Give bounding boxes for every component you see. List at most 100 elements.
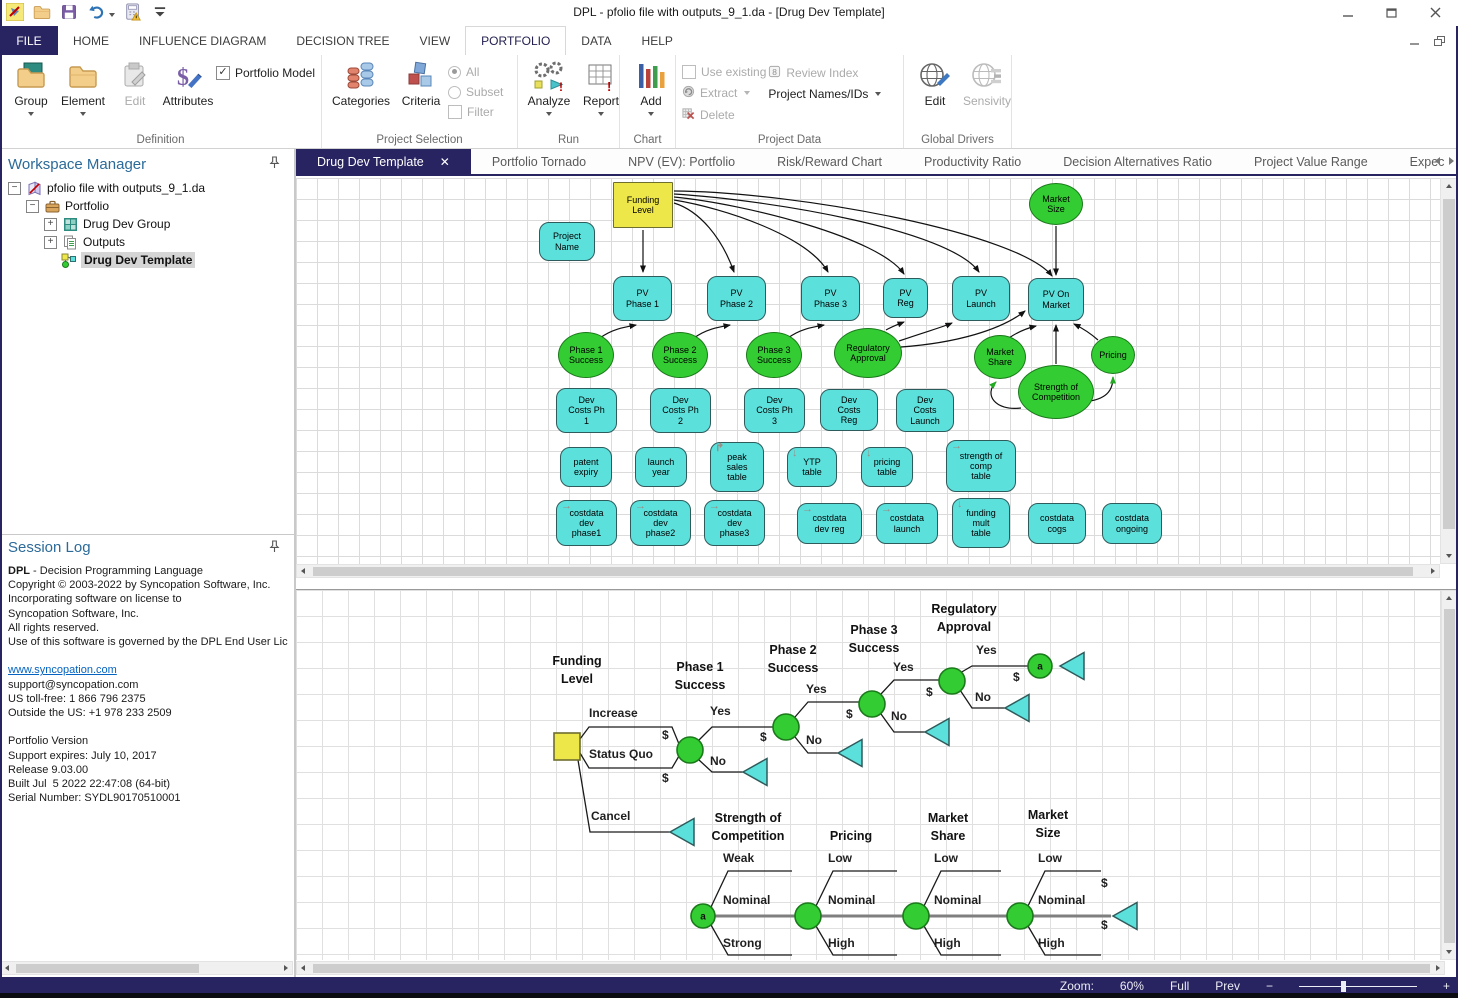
criteria-button[interactable]: Criteria bbox=[396, 58, 446, 109]
influence-vertical-scrollbar-thumb[interactable] bbox=[1443, 199, 1455, 529]
dock-horizontal-scrollbar-right-arrow[interactable] bbox=[284, 965, 288, 971]
group-button[interactable]: Group bbox=[6, 58, 56, 116]
influence-horizontal-scrollbar-thumb[interactable] bbox=[313, 567, 1413, 576]
tree-chance-node-2[interactable] bbox=[772, 713, 800, 741]
close-button[interactable] bbox=[1414, 0, 1458, 26]
tree-vertical-scrollbar-thumb[interactable] bbox=[1444, 609, 1455, 943]
influence-horizontal-scrollbar-left-arrow[interactable] bbox=[301, 568, 305, 574]
influence-node-costdata-dev-phase1[interactable]: costdata dev phase1→ bbox=[556, 500, 617, 546]
ribbon-tab-decision-tree[interactable]: DECISION TREE bbox=[296, 33, 390, 48]
doc-tab-drug-dev-template[interactable]: Drug Dev Template✕ bbox=[296, 149, 471, 174]
influence-node-dev-costs-reg[interactable]: Dev Costs Reg bbox=[820, 389, 878, 431]
maximize-button[interactable] bbox=[1370, 0, 1414, 26]
influence-node-pricing[interactable]: Pricing bbox=[1091, 336, 1135, 374]
tree-endpoint-6[interactable] bbox=[1058, 651, 1085, 681]
influence-node-pricing-table[interactable]: pricing table↓ bbox=[861, 447, 913, 487]
tree-item-pfolio-file-with-outputs-9-1-da[interactable]: −pfolio file with outputs_9_1.da bbox=[0, 179, 294, 197]
influence-node-peak-sales-table[interactable]: peak sales table↱ bbox=[710, 442, 764, 492]
influence-horizontal-scrollbar[interactable] bbox=[296, 564, 1440, 578]
ribbon-tab-view[interactable]: VIEW bbox=[419, 33, 451, 48]
influence-node-ytp-table[interactable]: YTP table↓ bbox=[787, 447, 837, 487]
doc-tab-portfolio-tornado[interactable]: Portfolio Tornado bbox=[471, 149, 607, 174]
pin-icon[interactable] bbox=[269, 540, 280, 557]
tree-horizontal-scrollbar-right-arrow[interactable] bbox=[1436, 965, 1440, 971]
tree-reference-node-1[interactable] bbox=[1027, 653, 1053, 679]
close-icon[interactable]: ✕ bbox=[439, 154, 450, 169]
attributes-button[interactable]: $Attributes bbox=[162, 58, 214, 109]
influence-node-pv-phase-3[interactable]: PV Phase 3 bbox=[801, 276, 860, 321]
doc-tab-decision-alternatives-ratio[interactable]: Decision Alternatives Ratio bbox=[1042, 149, 1233, 174]
portfolio-model-checkbox[interactable]: ✓Portfolio Model bbox=[215, 66, 315, 80]
pin-icon[interactable] bbox=[269, 156, 280, 173]
tree-chance-node-6[interactable] bbox=[902, 902, 930, 930]
ribbon-tab-help[interactable]: HELP bbox=[641, 33, 673, 48]
influence-node-funding-level[interactable]: Funding Level bbox=[613, 182, 673, 228]
influence-node-regulatory-approval[interactable]: Regulatory Approval bbox=[834, 328, 902, 378]
influence-vertical-scrollbar[interactable] bbox=[1440, 178, 1457, 564]
expand-icon[interactable]: + bbox=[44, 235, 57, 249]
check-model-button[interactable] bbox=[124, 3, 142, 26]
tree-vertical-scrollbar[interactable] bbox=[1441, 590, 1457, 960]
influence-node-dev-costs-launch[interactable]: Dev Costs Launch bbox=[896, 389, 954, 432]
panel-splitter[interactable] bbox=[296, 578, 1458, 590]
tree-chance-node-4[interactable] bbox=[938, 667, 966, 695]
tab-file[interactable]: FILE bbox=[0, 26, 58, 55]
influence-node-pv-on-market[interactable]: PV On Market bbox=[1028, 278, 1084, 321]
tree-endpoint-4[interactable] bbox=[923, 717, 950, 747]
doc-tab-risk-reward-chart[interactable]: Risk/Reward Chart bbox=[756, 149, 903, 174]
collapse-icon[interactable]: − bbox=[8, 181, 21, 195]
influence-node-patent-expiry[interactable]: patent expiry bbox=[560, 447, 612, 487]
project-names-ids-button[interactable]: Project Names/IDs bbox=[768, 87, 882, 101]
tree-item-drug-dev-template[interactable]: Drug Dev Template bbox=[0, 251, 294, 269]
add-button[interactable]: Add bbox=[626, 58, 676, 116]
tree-vertical-scrollbar-up-arrow[interactable] bbox=[1446, 596, 1452, 600]
syncopation-link[interactable]: www.syncopation.com bbox=[8, 664, 117, 677]
influence-node-costdata-cogs[interactable]: costdata cogs bbox=[1028, 503, 1086, 544]
doc-tab-productivity-ratio[interactable]: Productivity Ratio bbox=[903, 149, 1042, 174]
tree-endpoint-5[interactable] bbox=[1003, 693, 1030, 723]
ribbon-tab-portfolio[interactable]: PORTFOLIO bbox=[465, 26, 567, 55]
zoom-slider-thumb[interactable] bbox=[1340, 980, 1346, 992]
zoom-slider[interactable] bbox=[1298, 980, 1417, 993]
influence-vertical-scrollbar-up-arrow[interactable] bbox=[1445, 184, 1452, 188]
tree-horizontal-scrollbar-thumb[interactable] bbox=[313, 964, 1430, 973]
ribbon-tab-data[interactable]: DATA bbox=[581, 33, 612, 48]
tree-chance-node-5[interactable] bbox=[794, 902, 822, 930]
report-button[interactable]: !Report bbox=[576, 58, 626, 116]
influence-node-pv-phase-1[interactable]: PV Phase 1 bbox=[613, 276, 672, 321]
qat-customize-button[interactable] bbox=[151, 3, 169, 26]
tree-item-portfolio[interactable]: −Portfolio bbox=[0, 197, 294, 215]
influence-node-dev-costs-ph-3[interactable]: Dev Costs Ph 3 bbox=[744, 388, 805, 433]
tree-horizontal-scrollbar[interactable] bbox=[296, 961, 1445, 975]
categories-button[interactable]: Categories bbox=[328, 58, 394, 109]
element-button[interactable]: Element bbox=[58, 58, 108, 116]
collapse-icon[interactable]: − bbox=[26, 199, 39, 213]
tree-decision-node[interactable] bbox=[553, 732, 581, 761]
save-button[interactable] bbox=[60, 3, 78, 26]
tree-chance-node-3[interactable] bbox=[858, 690, 886, 718]
tree-horizontal-scrollbar-left-arrow[interactable] bbox=[301, 965, 305, 971]
dock-horizontal-scrollbar[interactable] bbox=[0, 961, 293, 975]
doc-tab-project-value-range[interactable]: Project Value Range bbox=[1233, 149, 1389, 174]
influence-horizontal-scrollbar-right-arrow[interactable] bbox=[1431, 568, 1435, 574]
tree-item-outputs[interactable]: +Outputs bbox=[0, 233, 294, 251]
tree-endpoint-2[interactable] bbox=[741, 757, 768, 787]
tab-scroll-left-icon[interactable] bbox=[1435, 157, 1440, 165]
influence-node-launch-year[interactable]: launch year bbox=[635, 447, 687, 487]
minimize-button[interactable] bbox=[1326, 0, 1370, 26]
influence-node-dev-costs-ph-2[interactable]: Dev Costs Ph 2 bbox=[650, 388, 711, 433]
tab-scroll-right-icon[interactable] bbox=[1449, 157, 1454, 165]
tree-endpoint-3[interactable] bbox=[836, 738, 863, 768]
influence-node-phase-3-success[interactable]: Phase 3 Success bbox=[746, 332, 802, 378]
document-restore-button[interactable] bbox=[1434, 34, 1446, 52]
doc-tab-npv-ev-portfolio[interactable]: NPV (EV): Portfolio bbox=[607, 149, 756, 174]
tree-chance-node-1[interactable] bbox=[676, 736, 704, 764]
influence-node-strength-of-comp-table[interactable]: strength of comp table→ bbox=[946, 440, 1016, 492]
tree-vertical-scrollbar-down-arrow[interactable] bbox=[1446, 950, 1452, 954]
ribbon-tab-influence-diagram[interactable]: INFLUENCE DIAGRAM bbox=[139, 33, 267, 48]
influence-node-pv-launch[interactable]: PV Launch bbox=[952, 276, 1010, 321]
undo-button[interactable] bbox=[87, 3, 115, 26]
influence-node-costdata-dev-phase2[interactable]: costdata dev phase2→ bbox=[630, 500, 691, 546]
